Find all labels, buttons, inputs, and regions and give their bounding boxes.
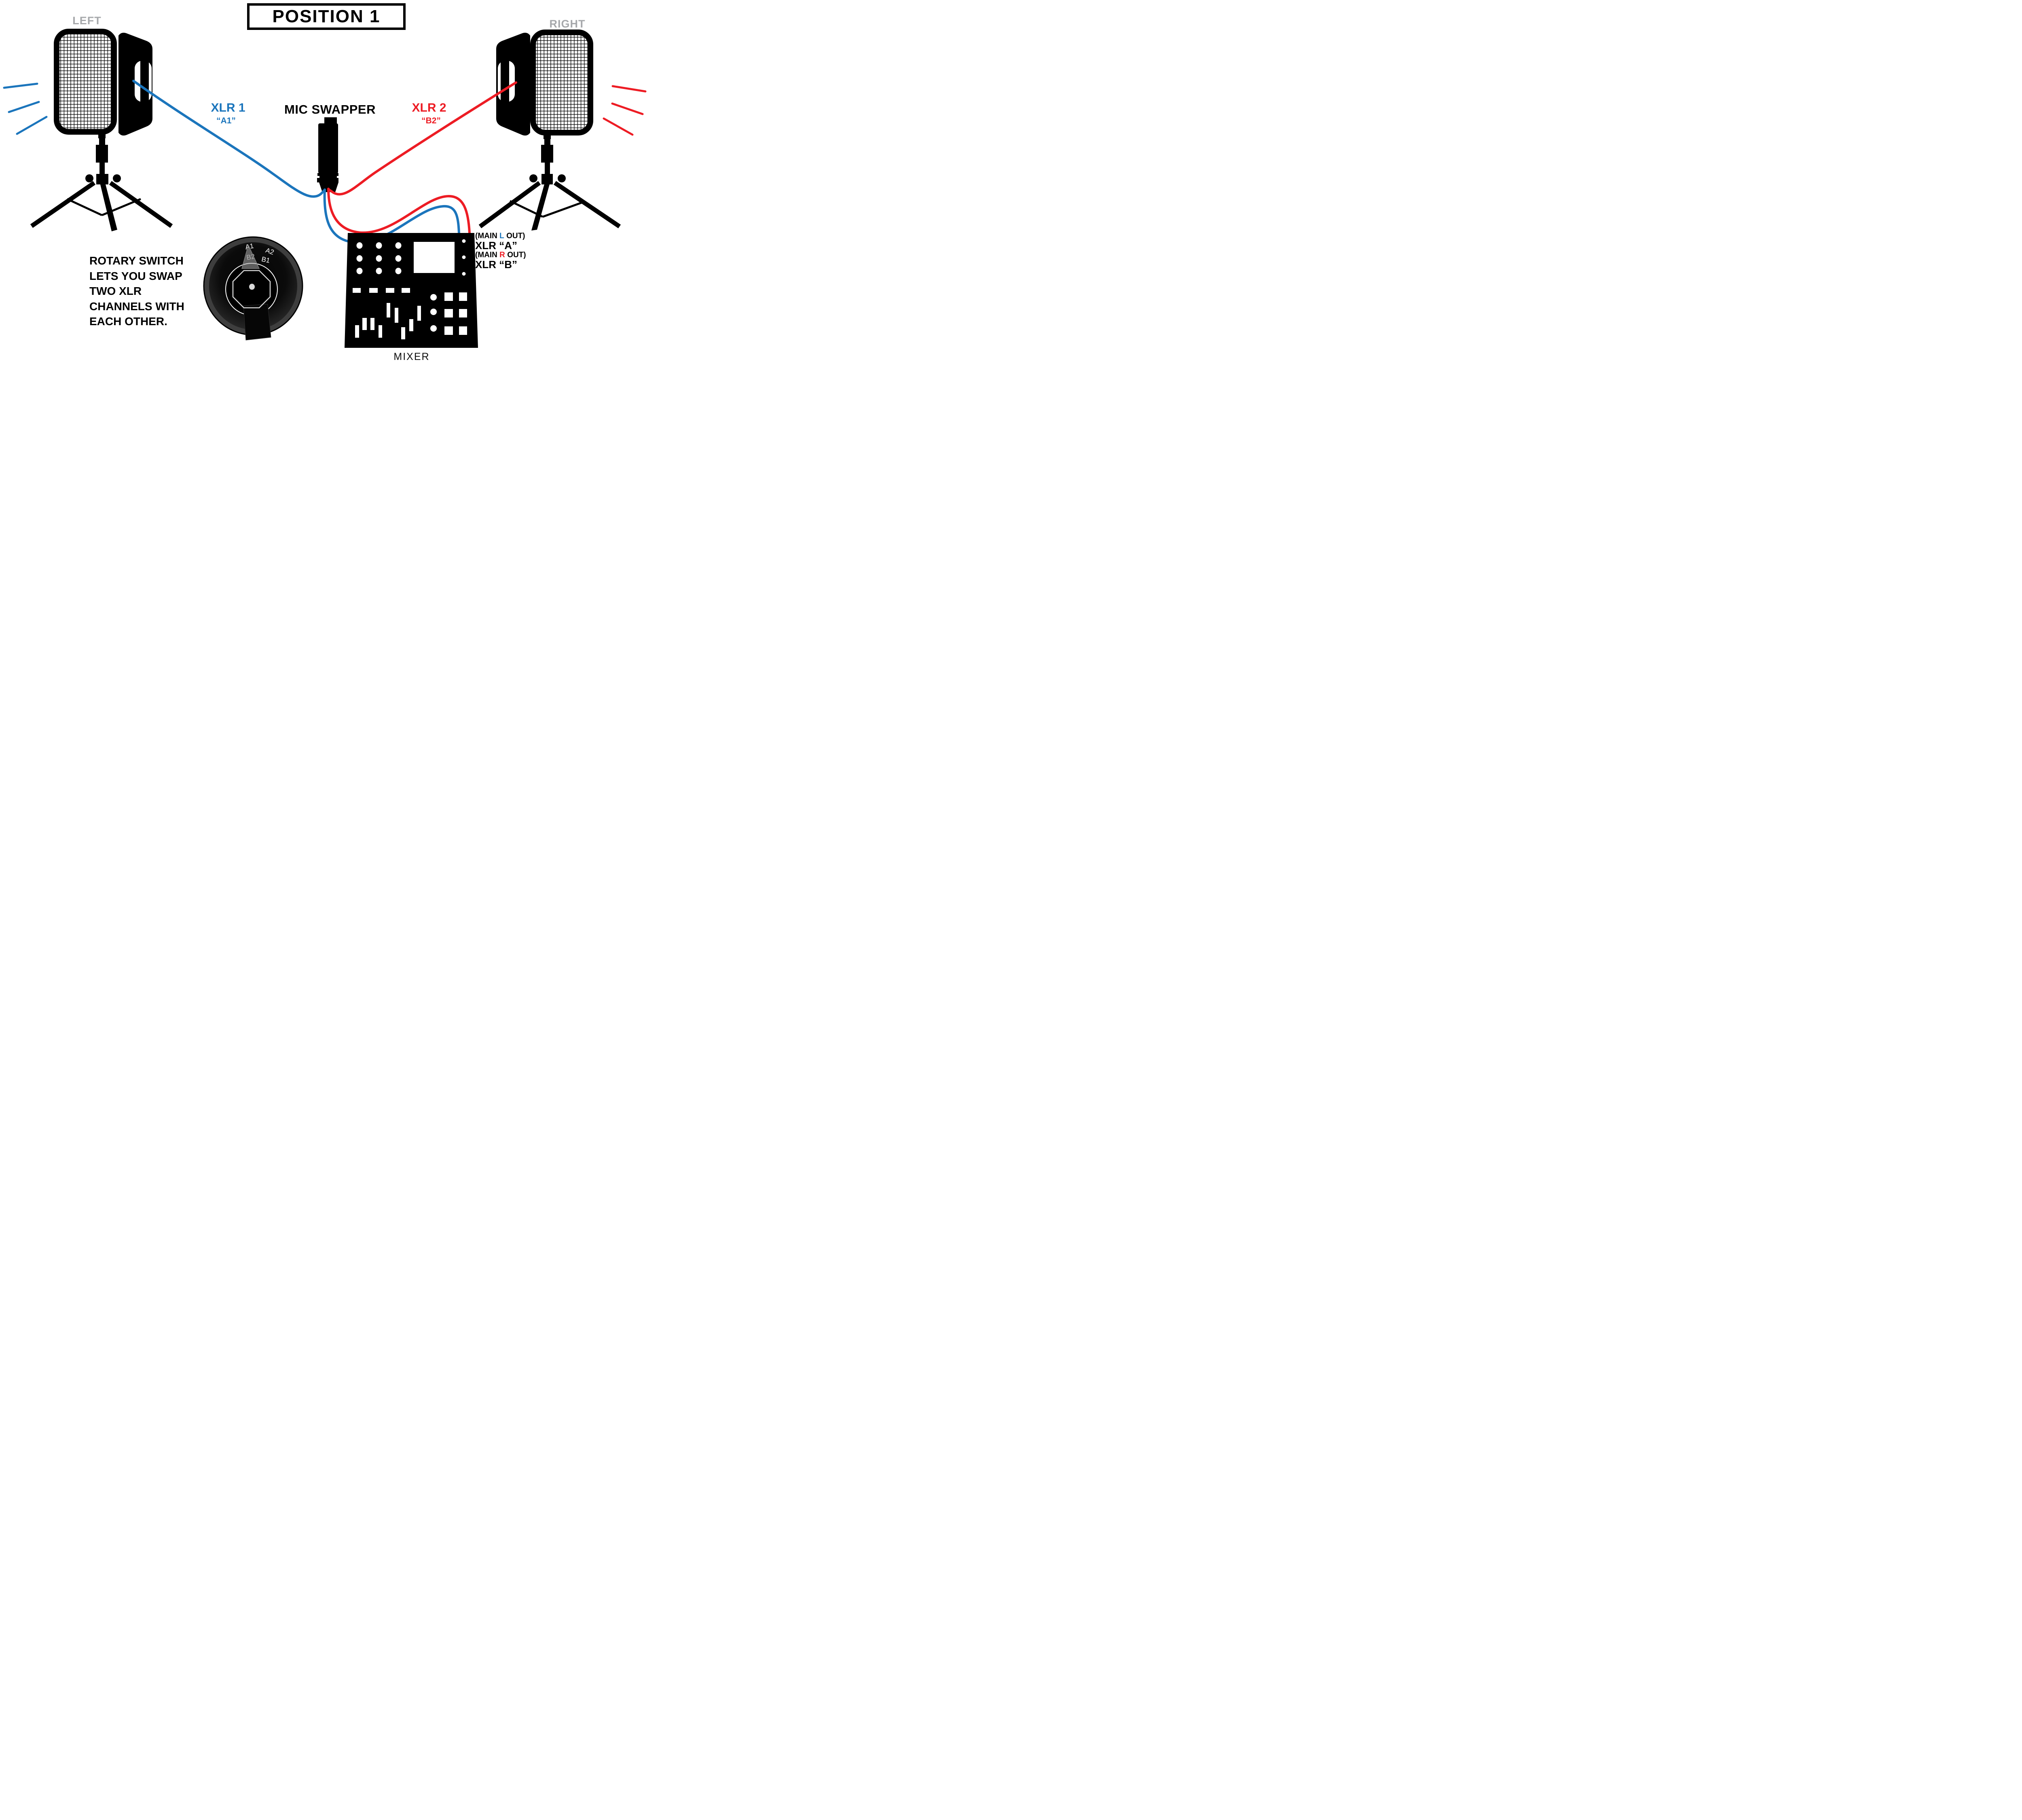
speaker-left-label: LEFT: [72, 15, 102, 27]
speaker-left-grille: [54, 29, 117, 135]
rotary-description: ROTARY SWITCH LETS YOU SWAP TWO XLR CHAN…: [89, 253, 184, 329]
page-title: POSITION 1: [272, 6, 381, 26]
title-box: POSITION 1: [247, 3, 406, 30]
rotary-knob-dot: [249, 284, 255, 290]
rotary-description-line: TWO XLR: [89, 285, 142, 297]
cable-blue-out-to-mixer: [323, 188, 460, 244]
main-r-out-label: (MAIN R OUT): [475, 251, 526, 259]
speaker-right-grille: [530, 30, 593, 135]
xlr-b-jack-label: XLR “B”: [475, 258, 517, 271]
mixer-pad-buttons: [444, 292, 467, 335]
sound-waves-left-icon: [3, 83, 48, 135]
mixer-button-row: [353, 288, 410, 293]
rotary-switch: A1 A2 B2 B1: [203, 236, 303, 341]
mixer-screen: [414, 242, 455, 273]
main-l-out-label: (MAIN L OUT): [475, 232, 525, 240]
main-l-channel: L: [499, 232, 504, 240]
rotary-description-line: EACH OTHER.: [89, 315, 167, 328]
diagram-canvas: A1 A2 B2 B1 POSITION 1 LEFT RIGHT XLR 1 …: [0, 0, 647, 364]
stand-left: [30, 132, 173, 231]
mic-swapper-body: [317, 117, 338, 192]
rotary-knob-handle: [243, 304, 271, 341]
mixer-jack-leds: [462, 239, 466, 276]
rotary-description-line: CHANNELS WITH: [89, 300, 184, 313]
mixer-caption: MIXER: [393, 351, 430, 362]
mixer-master-knobs: [430, 294, 437, 332]
diagram-graphics: A1 A2 B2 B1: [3, 29, 647, 348]
mixer-faders: [355, 303, 421, 339]
main-r-channel: R: [499, 251, 505, 259]
mic-swapper-label: MIC SWAPPER: [284, 102, 376, 116]
stand-right: [478, 133, 621, 231]
speaker-right: [496, 30, 593, 136]
rotary-knob-octagon: [232, 270, 271, 309]
speaker-right-label: RIGHT: [549, 18, 586, 30]
cable-xlr2-red-in: [327, 81, 517, 196]
rotary-pointer-icon: [241, 244, 260, 269]
speaker-left: [54, 29, 152, 136]
cable-xlr1-blue-in: [132, 80, 326, 198]
sound-waves-right-icon: [603, 85, 647, 136]
mixer-outputs-labels: (MAIN L OUT) XLR “A” (MAIN R OUT) XLR “B…: [475, 232, 526, 270]
cable-xlr2-label: XLR 2: [412, 101, 446, 114]
mixer: [345, 233, 478, 348]
speaker-left-handle-grip: [140, 55, 149, 107]
rotary-description-line: ROTARY SWITCH: [89, 254, 184, 267]
cable-xlr2-tag: “B2”: [421, 116, 441, 125]
mixer-knobs-grid: [356, 242, 402, 274]
cable-xlr1-tag: “A1”: [216, 116, 236, 125]
xlr-a-jack-label: XLR “A”: [475, 239, 517, 252]
cable-xlr1-label: XLR 1: [211, 101, 245, 114]
speaker-right-handle-grip: [501, 55, 509, 107]
cable-red-out-to-mixer: [327, 188, 471, 234]
rotary-position-b1: B1: [261, 255, 271, 265]
rotary-description-line: LETS YOU SWAP: [89, 269, 182, 282]
